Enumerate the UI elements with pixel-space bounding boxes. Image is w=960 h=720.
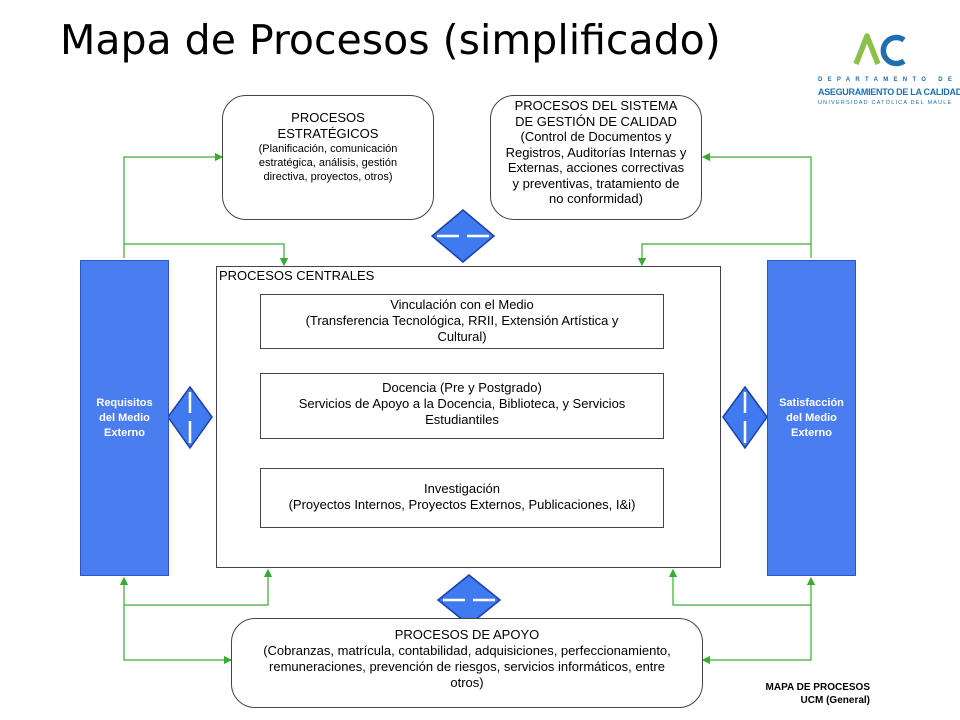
satisfaction-box: Satisfacción del Medio Externo (767, 260, 856, 576)
support-line3: otros) (450, 675, 484, 690)
arrow-to-central-left (124, 243, 289, 267)
arrow-up-to-central-right (668, 568, 811, 606)
requirements-line2: del Medio (99, 411, 150, 424)
docencia-line3: Estudiantiles (425, 412, 499, 427)
requirements-box: Requisitos del Medio Externo (80, 260, 169, 576)
arrow-sat-to-quality (701, 152, 812, 258)
arrow-to-central-right (637, 243, 811, 267)
strategic-processes-box: PROCESOS ESTRATÉGICOS (Planificación, co… (222, 95, 434, 220)
docencia-line2: Servicios de Apoyo a la Docencia, Biblio… (298, 396, 626, 411)
arrow-to-support-left (123, 605, 233, 665)
docencia-line1: Docencia (Pre y Postgrado) (382, 380, 542, 395)
arrow-up-to-central-left (124, 568, 273, 606)
quality-line3: (Control de Documentos y (520, 129, 672, 144)
ac-logo-icon (853, 33, 906, 67)
quality-line2: DE GESTIÓN DE CALIDAD (515, 113, 677, 129)
logo-department-text: DEPARTAMENTO DE (818, 77, 958, 83)
quality-line4: Registros, Auditorías Internas y (505, 144, 687, 160)
investigacion-line2: (Proyectos Internos, Proyectos Externos,… (288, 497, 636, 512)
requirements-line3: Externo (104, 426, 145, 439)
vinculacion-line2: (Transferencia Tecnológica, RRII, Extens… (305, 313, 619, 328)
diamond-connector-top (430, 209, 496, 263)
logo-university-text: UNIVERSIDAD CATÓLICA DEL MAULE (818, 100, 953, 106)
satisfaction-line2: del Medio (786, 411, 837, 424)
arrow-to-support-right (701, 605, 812, 665)
strategic-title-line1: PROCESOS (291, 110, 365, 125)
quality-line7: no conformidad) (549, 191, 643, 206)
page-title: Mapa de Procesos (simplificado) (60, 16, 721, 64)
investigacion-line1: Investigación (424, 481, 500, 496)
diagram-legend: MAPA DE PROCESOS UCM (General) (756, 681, 870, 707)
support-title: PROCESOS DE APOYO (394, 627, 540, 642)
quality-system-box: PROCESOS DEL SISTEMA DE GESTIÓN DE CALID… (490, 95, 702, 220)
requirements-line1: Requisitos (96, 396, 153, 409)
central-processes-title: PROCESOS CENTRALES (219, 268, 375, 283)
quality-line1: PROCESOS DEL SISTEMA (514, 98, 678, 113)
logo-name-text: ASEGURAMIENTO DE LA CALIDAD (818, 87, 960, 97)
department-logo: DEPARTAMENTO DE ASEGURAMIENTO DE LA CALI… (818, 28, 960, 114)
quality-line6: y preventivas, tratamiento de (512, 175, 680, 191)
strategic-desc-line1: (Planificación, comunicación (258, 143, 398, 155)
vinculacion-line3: Cultural) (437, 329, 487, 344)
vinculacion-box: Vinculación con el Medio (Transferencia … (260, 294, 664, 349)
strategic-desc-line3: directiva, proyectos, otros) (263, 171, 393, 183)
satisfaction-line3: Externo (791, 426, 832, 439)
investigacion-box: Investigación (Proyectos Internos, Proye… (260, 468, 664, 528)
support-line1: (Cobranzas, matrícula, contabilidad, adq… (263, 643, 671, 658)
arrow-req-to-strategic (123, 152, 224, 258)
diamond-connector-left (167, 385, 213, 450)
legend-line1: MAPA DE PROCESOS (765, 682, 870, 693)
strategic-title-line2: ESTRATÉGICOS (277, 126, 379, 141)
diamond-connector-right (722, 385, 768, 450)
quality-line5: Externas, acciones correctivas (507, 160, 685, 175)
legend-line2: UCM (General) (800, 695, 870, 706)
docencia-box: Docencia (Pre y Postgrado) Servicios de … (260, 373, 664, 439)
support-processes-box: PROCESOS DE APOYO (Cobranzas, matrícula,… (231, 618, 703, 708)
satisfaction-line1: Satisfacción (779, 396, 844, 409)
support-line2: remuneraciones, prevención de riesgos, s… (269, 659, 665, 674)
vinculacion-line1: Vinculación con el Medio (390, 297, 534, 312)
strategic-desc-line2: estratégica, análisis, gestión (258, 157, 398, 169)
